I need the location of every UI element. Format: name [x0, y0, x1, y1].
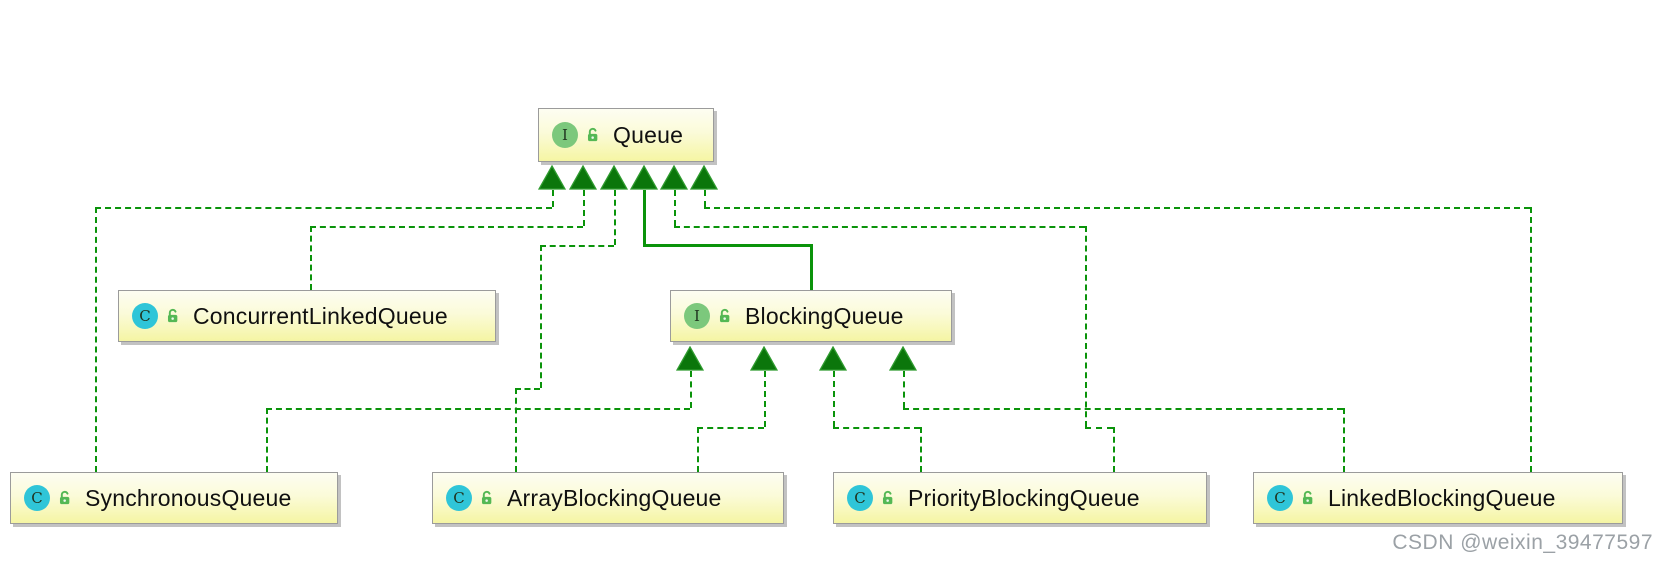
edge-segment: [1530, 207, 1532, 472]
edge-segment: [552, 190, 554, 207]
edge-segment: [764, 371, 766, 427]
inheritance-arrow-icon: [689, 164, 719, 190]
edge-segment: [1343, 408, 1345, 472]
edge-segment: [310, 226, 583, 228]
edge-segment: [920, 427, 922, 472]
interface-icon: I: [552, 122, 578, 148]
edge-segment: [833, 427, 920, 429]
edge-segment: [704, 207, 1530, 209]
unlocked-icon: [1302, 490, 1313, 505]
inheritance-arrow-icon: [749, 345, 779, 371]
inheritance-arrow-icon: [888, 345, 918, 371]
node-label: ConcurrentLinkedQueue: [193, 302, 448, 329]
inheritance-arrow-icon: [818, 345, 848, 371]
node-label: LinkedBlockingQueue: [1328, 484, 1556, 511]
edge-segment: [697, 427, 699, 472]
edge-segment: [690, 371, 692, 408]
class-icon: C: [132, 303, 158, 329]
node-concurrentlinkedqueue[interactable]: C ConcurrentLinkedQueue: [118, 290, 496, 342]
node-priorityblockingqueue[interactable]: C PriorityBlockingQueue: [833, 472, 1207, 524]
node-linkedblockingqueue[interactable]: C LinkedBlockingQueue: [1253, 472, 1623, 524]
node-label: ArrayBlockingQueue: [507, 484, 722, 511]
edge-segment: [697, 427, 764, 429]
edge-segment: [1085, 427, 1113, 429]
edge-segment: [1113, 427, 1115, 472]
edge-segment: [583, 190, 585, 226]
unlocked-icon: [59, 490, 70, 505]
class-icon: C: [1267, 485, 1293, 511]
edge-segment: [903, 408, 1343, 410]
inheritance-arrow-icon: [599, 164, 629, 190]
edge-segment: [903, 371, 905, 408]
unlocked-icon: [587, 127, 598, 142]
node-label: BlockingQueue: [745, 302, 904, 329]
edge-segment: [1085, 226, 1087, 427]
edge-segment: [266, 408, 268, 472]
unlocked-icon: [882, 490, 893, 505]
unlocked-icon: [481, 490, 492, 505]
node-queue[interactable]: I Queue: [538, 108, 714, 162]
edge-segment: [540, 245, 542, 388]
edge-segment-solid: [643, 244, 813, 247]
inheritance-arrow-icon: [568, 164, 598, 190]
class-icon: C: [446, 485, 472, 511]
inheritance-arrow-icon: [675, 345, 705, 371]
inheritance-arrow-icon: [659, 164, 689, 190]
unlocked-icon: [167, 308, 178, 323]
edge-segment: [674, 190, 676, 226]
edge-segment: [266, 408, 690, 410]
edge-segment: [310, 226, 312, 290]
node-blockingqueue[interactable]: I BlockingQueue: [670, 290, 952, 342]
edge-segment-solid: [643, 190, 646, 247]
class-icon: C: [24, 485, 50, 511]
edge-segment: [614, 190, 616, 245]
edge-segment: [540, 245, 614, 247]
node-label: SynchronousQueue: [85, 484, 292, 511]
edge-segment: [704, 190, 706, 207]
unlocked-icon: [719, 308, 730, 323]
edge-segment: [95, 207, 97, 472]
inheritance-arrow-icon: [629, 164, 659, 190]
node-arrayblockingqueue[interactable]: C ArrayBlockingQueue: [432, 472, 784, 524]
inheritance-arrow-icon: [537, 164, 567, 190]
node-label: PriorityBlockingQueue: [908, 484, 1140, 511]
node-synchronousqueue[interactable]: C SynchronousQueue: [10, 472, 338, 524]
edge-segment: [515, 388, 517, 472]
watermark-text: CSDN @weixin_39477597: [1392, 531, 1653, 554]
edge-segment: [515, 388, 540, 390]
node-label: Queue: [613, 121, 684, 148]
edge-segment: [833, 371, 835, 427]
edge-segment: [95, 207, 552, 209]
edge-segment: [674, 226, 1085, 228]
edge-segment-solid: [810, 244, 813, 290]
class-icon: C: [847, 485, 873, 511]
interface-icon: I: [684, 303, 710, 329]
